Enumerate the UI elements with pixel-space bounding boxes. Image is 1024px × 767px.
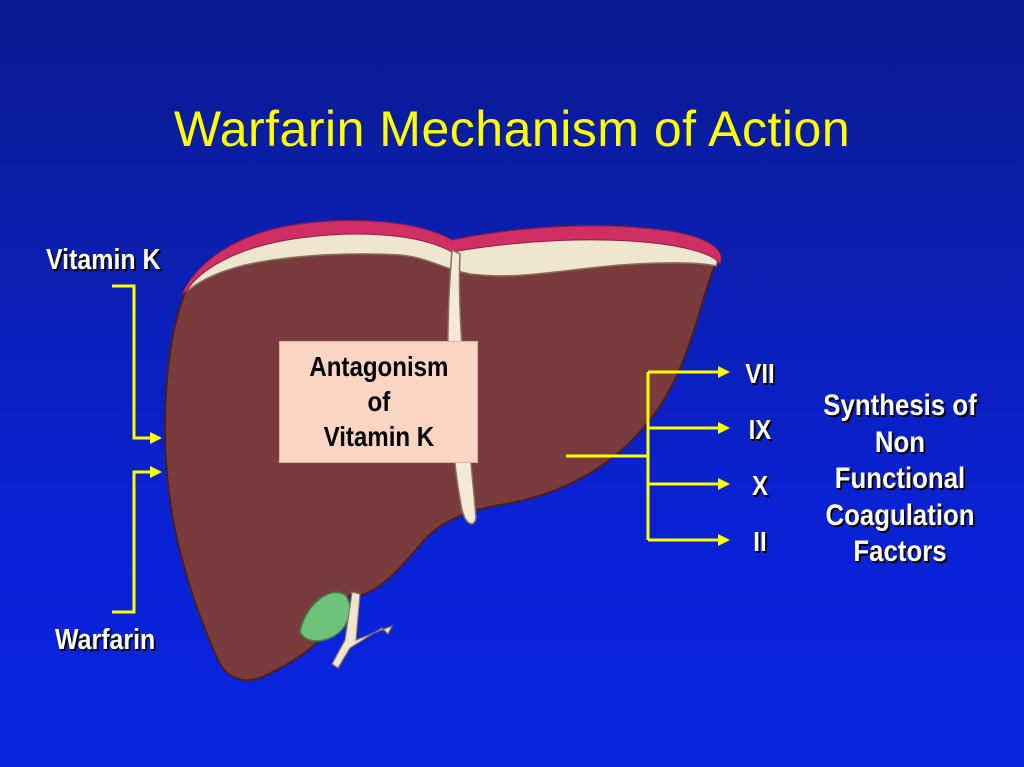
slide-title: Warfarin Mechanism of Action xyxy=(173,101,851,157)
vitamin-k-label: Vitamin K xyxy=(46,244,161,276)
result-line-1: Synthesis of xyxy=(823,389,977,422)
antagonism-line-3: Vitamin K xyxy=(323,421,434,452)
factor-ii-label: II xyxy=(753,526,767,557)
liver-top-edge xyxy=(180,220,722,296)
arrowhead-ix xyxy=(718,422,730,434)
result-line-2: Non xyxy=(874,425,926,459)
bile-duct xyxy=(331,591,394,669)
vitamin-k-arrowhead xyxy=(150,432,162,444)
factor-ix-label: IX xyxy=(748,414,772,445)
input-arrows xyxy=(112,284,162,614)
warfarin-bracket xyxy=(112,470,150,614)
arrowhead-ii xyxy=(718,534,730,546)
result-line-3: Functional xyxy=(834,462,966,495)
arrowhead-x xyxy=(718,478,730,490)
antagonism-line-1: Antagonism xyxy=(308,351,449,382)
vitamin-k-bracket xyxy=(112,284,150,440)
arrowhead-vii xyxy=(718,366,730,378)
antagonism-box: Antagonism of Vitamin K xyxy=(279,341,478,463)
warfarin-label: Warfarin xyxy=(55,624,156,656)
result-text: Synthesis of Non Functional Coagulation … xyxy=(805,388,994,571)
factor-x-label: X xyxy=(751,470,769,501)
result-line-5: Factors xyxy=(853,535,947,568)
warfarin-arrowhead xyxy=(150,466,162,478)
factor-vii-label: VII xyxy=(745,358,775,389)
antagonism-line-2: of xyxy=(367,386,390,417)
result-line-4: Coagulation xyxy=(825,498,975,532)
output-arrows xyxy=(566,366,730,546)
